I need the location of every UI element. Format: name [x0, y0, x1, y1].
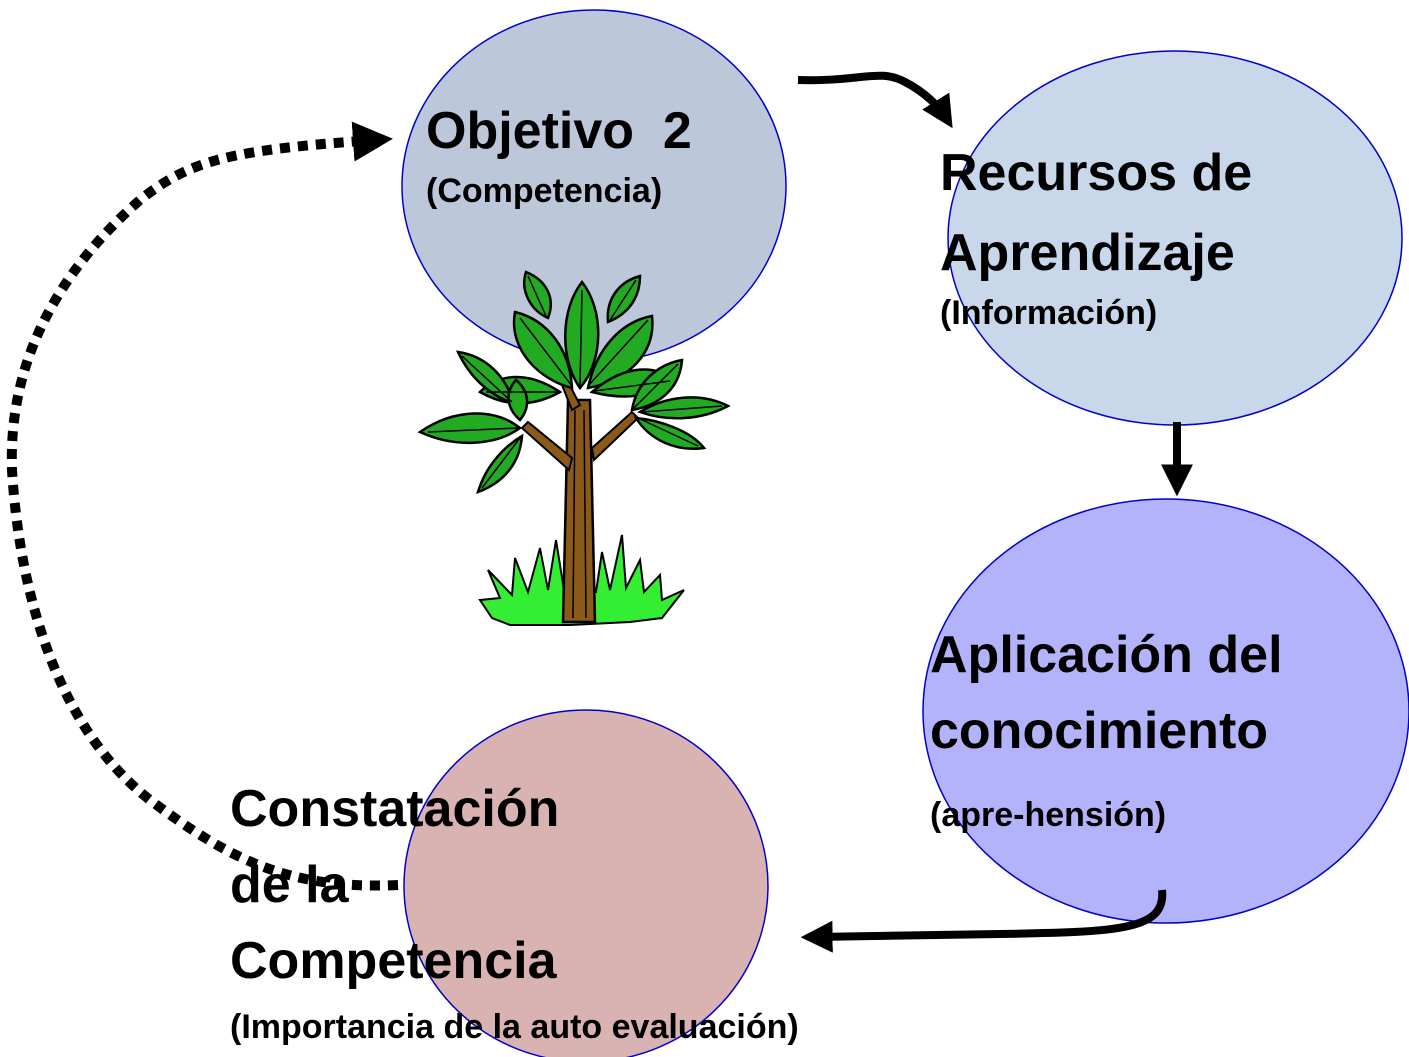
resources-title-line2: Aprendizaje [940, 224, 1235, 282]
verification-circle [403, 709, 769, 1057]
grass-icon [478, 534, 685, 626]
leaf [637, 396, 731, 420]
resources-title-line1: Recursos de [940, 144, 1253, 202]
verification-title-line2: de la [230, 856, 349, 914]
tree-trunk [561, 398, 597, 624]
resources-subtitle: (Información) [940, 294, 1158, 332]
application-circle [922, 498, 1409, 924]
objective-title: Objetivo 2 [426, 102, 692, 160]
application-subtitle: (apre-hensión) [930, 796, 1167, 834]
leaf [417, 412, 523, 445]
verification-subtitle: (Importancia de la auto evaluación) [230, 1008, 799, 1046]
tree-icon [417, 270, 731, 626]
application-title-line1: Aplicación del [930, 626, 1283, 684]
leaf [507, 378, 529, 422]
arrow-objective-to-resources [797, 71, 953, 129]
verification-title-line1: Constatación [230, 780, 560, 838]
objective-subtitle: (Competencia) [426, 172, 663, 210]
leaf [512, 310, 574, 390]
arrow-application-to-verification [800, 889, 1167, 953]
verification-title-line3: Competencia [230, 932, 557, 990]
application-title-line2: conocimiento [930, 702, 1269, 760]
arrow-verification-to-objective-dotted [6, 121, 399, 891]
